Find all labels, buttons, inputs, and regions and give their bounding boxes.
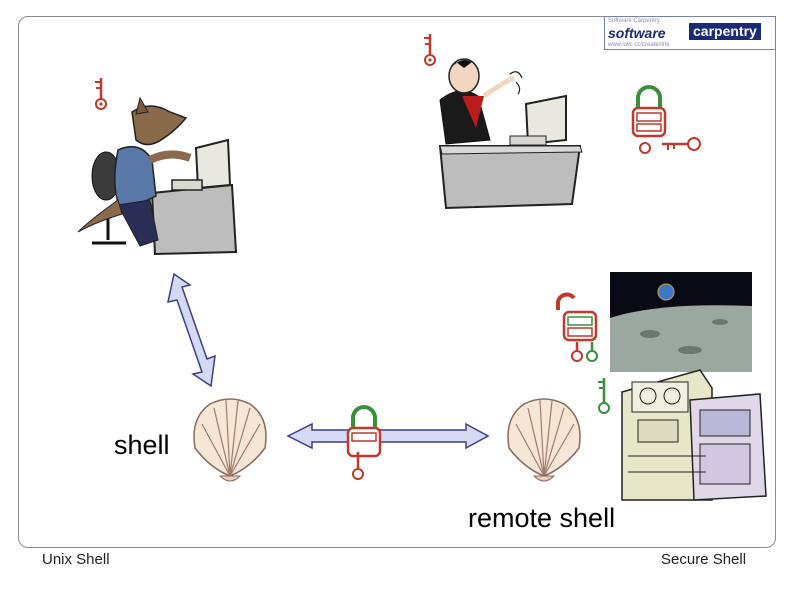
remote-computer-illustration (610, 272, 767, 501)
logo-brand-right: carpentry (689, 23, 761, 40)
vertical-double-arrow (167, 272, 216, 388)
remote-shell-icon (507, 398, 581, 482)
software-carpentry-logo: Software Carpentry software carpentry ww… (604, 16, 776, 50)
horizontal-double-arrow (286, 422, 490, 450)
open-padlock-icon (556, 292, 598, 342)
footer-left-text: Unix Shell (42, 551, 110, 568)
logo-line3: www.swc.cc/create/link (608, 42, 670, 48)
padlock-icon (346, 405, 382, 458)
logo-brand-left: software (608, 25, 666, 41)
remote-shell-label: remote shell (468, 503, 616, 533)
attacker-at-computer-illustration (438, 58, 583, 210)
logo-line1: Software Carpentry (608, 18, 660, 24)
shell-label: shell (114, 430, 170, 460)
user-at-computer-illustration (77, 96, 238, 256)
footer-right-text: Secure Shell (661, 551, 747, 568)
shell-icon (193, 398, 267, 482)
